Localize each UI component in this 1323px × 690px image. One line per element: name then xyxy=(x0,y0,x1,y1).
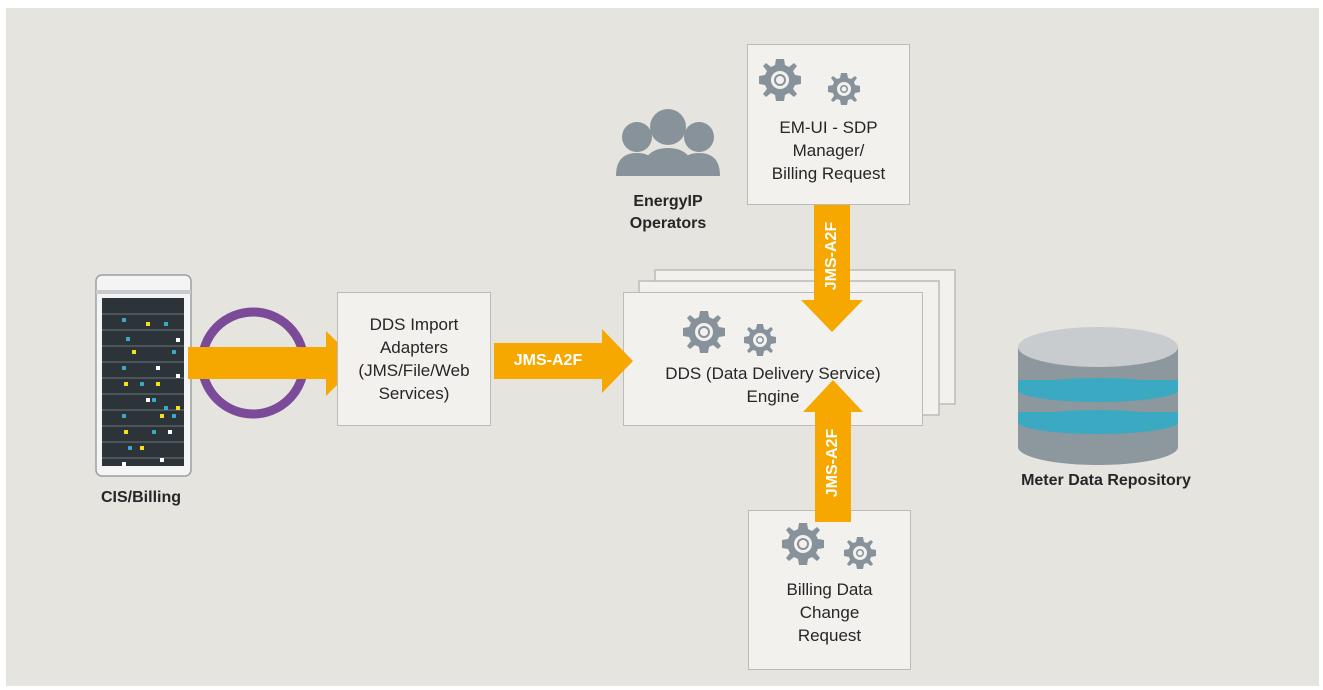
operators-label: EnergyIP Operators xyxy=(598,191,738,235)
edge-label-emui-to-engine: JMS-A2F xyxy=(823,221,840,291)
server-rack-icon xyxy=(95,274,192,477)
em-ui-label: EM-UI - SDP Manager/ Billing Request xyxy=(747,116,910,185)
import-adapters-label: DDS Import Adapters (JMS/File/Web Servic… xyxy=(337,313,491,405)
gear-icon-billing xyxy=(782,523,876,569)
engine-line-1: DDS (Data Delivery Service) xyxy=(665,364,881,383)
meter-data-repository-label: Meter Data Repository xyxy=(1021,472,1191,489)
arrow-cis-to-import xyxy=(188,331,359,396)
gear-icon-engine xyxy=(683,311,776,356)
engine-line-2: Engine xyxy=(746,387,800,406)
edge-label-import-to-engine: JMS-A2F xyxy=(513,352,583,369)
import-adapters-box xyxy=(337,292,491,426)
billing-change-box xyxy=(748,510,911,670)
arrow-import-to-engine xyxy=(494,329,633,393)
billing-line-1: Billing Data xyxy=(786,580,873,599)
diagram-canvas: CIS/Billing EnergyIP Operators DDS Impor… xyxy=(6,8,1319,686)
billing-change-label: Billing Data Change Request xyxy=(748,578,911,647)
import-line-4: Services) xyxy=(378,384,450,403)
people-icon xyxy=(616,109,720,176)
operators-line-2: Operators xyxy=(629,215,707,232)
import-line-2: Adapters xyxy=(379,338,449,357)
edge-label-billing-to-engine: JMS-A2F xyxy=(824,428,841,498)
operators-line-1: EnergyIP xyxy=(633,193,703,210)
billing-line-3: Request xyxy=(797,626,862,645)
overlay-graphics xyxy=(494,59,1178,569)
dds-engine-label: DDS (Data Delivery Service) Engine xyxy=(623,362,923,408)
emui-line-3: Billing Request xyxy=(771,164,886,183)
cis-billing-label: CIS/Billing xyxy=(101,489,181,506)
emui-line-1: EM-UI - SDP xyxy=(779,118,878,137)
database-icon xyxy=(1018,327,1178,465)
import-line-3: (JMS/File/Web xyxy=(358,361,470,380)
billing-line-2: Change xyxy=(799,603,860,622)
gear-icon-emui xyxy=(759,59,860,105)
arrow-emui-to-engine xyxy=(801,205,863,332)
arrow-billing-to-engine xyxy=(803,380,863,522)
emui-line-2: Manager/ xyxy=(792,141,865,160)
import-line-1: DDS Import xyxy=(369,315,459,334)
